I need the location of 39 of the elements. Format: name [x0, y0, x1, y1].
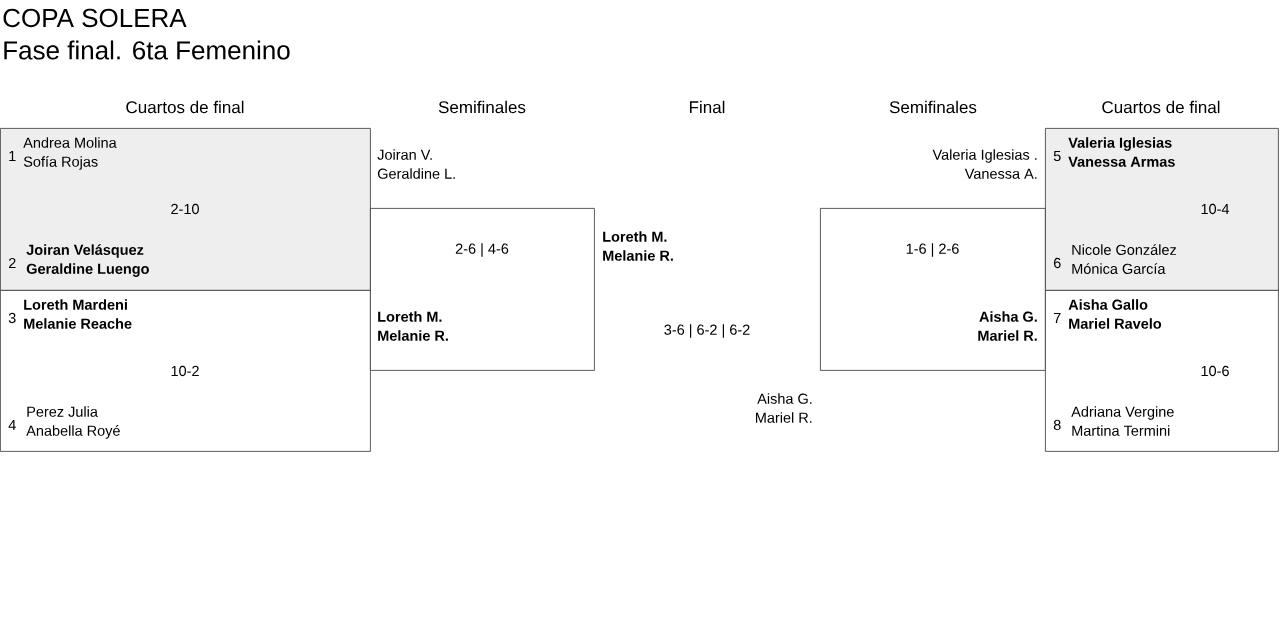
player-names: Loreth Mardeni Melanie Reache — [24, 299, 132, 329]
match-score: 1-6 | 2-6 — [906, 243, 959, 257]
player-names: Joiran Velásquez Geraldine Luengo — [26, 244, 149, 277]
match-score: 10-2 — [171, 365, 199, 377]
match-score: 10-4 — [1201, 203, 1230, 215]
match-score: 3-6 | 6-2 | 6-2 — [664, 324, 750, 338]
match-box — [820, 149, 1046, 371]
round-heading: Semifinales — [889, 100, 977, 114]
subtitle: Fase final. 6ta Femenino — [4, 40, 290, 60]
match-box — [1045, 128, 1279, 291]
seed-number: 6 — [1053, 257, 1061, 269]
seed-number: 7 — [1053, 313, 1061, 323]
match-score: 2-6 | 4-6 — [455, 243, 509, 257]
seed-number: 4 — [8, 420, 16, 430]
round-heading: Semifinales — [438, 100, 526, 114]
title: COPA SOLERA — [3, 8, 187, 28]
seed-number: 5 — [1053, 150, 1061, 162]
round-heading: Final — [690, 100, 725, 114]
player-names: Aisha Gallo Mariel Ravelo — [1068, 299, 1162, 329]
player-names: Valeria Iglesias Vanessa Armas — [1068, 137, 1175, 167]
player-names: Aisha G. Mariel R. — [756, 393, 812, 423]
player-names: Aisha G. Mariel R. — [978, 311, 1037, 341]
match-box — [0, 290, 371, 452]
match-score: 10-6 — [1201, 365, 1229, 377]
player-names: Adriana Vergine Martina Termini — [1071, 406, 1174, 436]
match-box — [370, 149, 595, 371]
match-score: 2-10 — [171, 203, 199, 215]
player-names: Andrea Molina Sofía Rojas — [23, 137, 117, 170]
player-names: Joiran V. Geraldine L. — [377, 149, 455, 179]
seed-number: 8 — [1053, 419, 1061, 431]
match-box — [0, 128, 371, 291]
player-names: Valeria Iglesias . Vanessa A. — [932, 149, 1037, 179]
match-box — [1045, 290, 1279, 452]
seed-number: 3 — [8, 312, 16, 324]
seed-number: 2 — [8, 257, 16, 269]
player-names: Perez Julia Anabella Royé — [26, 406, 120, 439]
player-names: Nicole González Mónica García — [1072, 244, 1176, 274]
seed-number: 1 — [9, 151, 16, 161]
player-names: Loreth M. Melanie R. — [378, 311, 448, 341]
